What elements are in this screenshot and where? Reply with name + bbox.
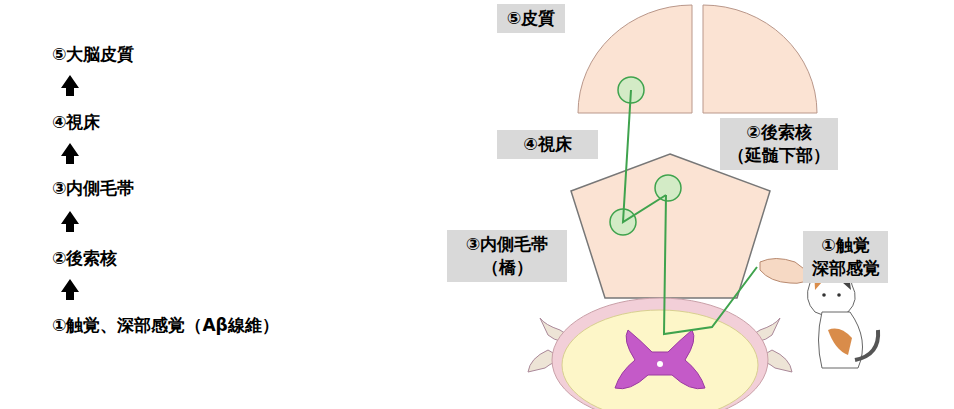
brainstem-pentagon — [571, 154, 770, 298]
pathway-step: ④視床 — [52, 112, 100, 132]
cortex-right — [703, 5, 817, 113]
label-box: ③内側毛帯 （橋） — [447, 230, 567, 282]
box-text: ④視床 — [505, 133, 590, 156]
box-text: ②後索核 （延髄下部） — [728, 121, 830, 167]
box-text: ⑤皮質 — [505, 7, 557, 30]
pathway-step: ⑤大脳皮質 — [52, 44, 134, 64]
box-text: ①触覚 深部感覚 — [812, 234, 880, 280]
label-box: ⑤皮質 — [497, 4, 565, 33]
pathway — [610, 77, 757, 334]
pathway-step: ②後索核 — [52, 248, 117, 268]
label-box: ①触覚 深部感覚 — [803, 231, 888, 283]
box-text: ③内側毛帯 （橋） — [466, 233, 548, 279]
label-box: ②後索核 （延髄下部） — [720, 118, 838, 170]
spinal-cord — [528, 298, 792, 409]
label-box: ④視床 — [497, 130, 598, 159]
pathway-step: ①触覚、深部感覚（Aβ線維） — [52, 315, 279, 335]
cortex-left — [578, 5, 692, 113]
pathway-step: ③内側毛帯 — [52, 178, 134, 198]
